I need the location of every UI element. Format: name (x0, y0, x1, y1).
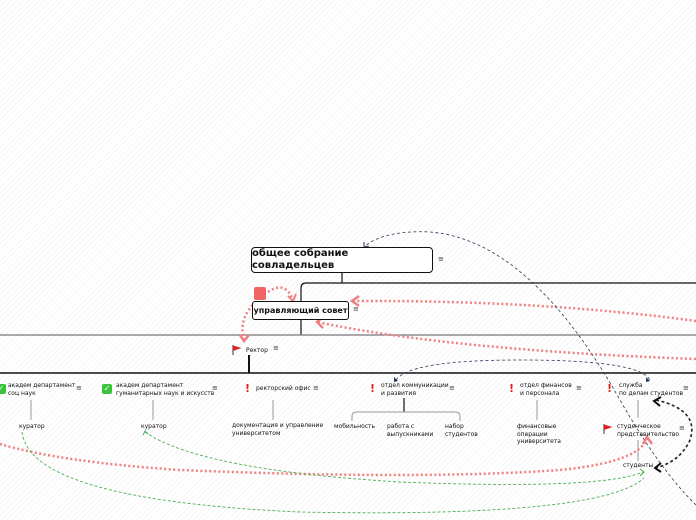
exclamation-icon: ! (607, 382, 613, 395)
arrow-green-1 (639, 468, 645, 477)
student-service-node[interactable]: служба по делам студентов (619, 382, 684, 397)
root-node[interactable]: общее собрание совладельцев (251, 247, 433, 273)
menu-icon[interactable]: ≡ (679, 424, 685, 432)
flag-icon (232, 345, 242, 355)
green-relationships (21, 431, 645, 514)
board-label: управляющий совет (253, 305, 348, 315)
rel-board-self-loop (267, 286, 295, 301)
rel-right-to-board-top (351, 299, 696, 323)
menu-icon[interactable]: ≡ (273, 344, 279, 352)
exclamation-icon: ! (509, 382, 515, 395)
mobility-node[interactable]: мобильность (334, 423, 376, 430)
arrow-council (641, 434, 654, 445)
comm-dept-node[interactable]: отдел коммуникации и развития (381, 382, 449, 397)
arrow-service (646, 377, 650, 382)
menu-icon[interactable]: ≡ (438, 255, 444, 263)
curator-2-node[interactable]: куратор (141, 423, 167, 430)
rel-right-to-board-bottom (316, 320, 696, 361)
menu-icon[interactable]: ≡ (683, 384, 689, 392)
curator-1-node[interactable]: куратор (19, 423, 45, 430)
students-node[interactable]: студенты (623, 462, 654, 469)
arrow-rector (238, 334, 250, 344)
recruitment-node[interactable]: набор студентов (445, 423, 478, 438)
docs-node[interactable]: документация и управление университетом (232, 422, 324, 437)
menu-icon[interactable]: ≡ (576, 384, 582, 392)
finance-ops-node[interactable]: финансовые операции университета (517, 423, 561, 445)
dept-social-node[interactable]: академ департамент соц наук (8, 382, 76, 397)
rel-social-curator-to-students (21, 431, 645, 514)
branch-right-line (300, 282, 696, 301)
finance-dept-node[interactable]: отдел финансов и персонала (520, 382, 572, 397)
rector-node[interactable]: Ректор (246, 347, 268, 354)
menu-icon[interactable]: ≡ (212, 384, 218, 392)
alumni-node[interactable]: работа с выпускниками (387, 423, 434, 438)
rel-right-to-root (364, 231, 696, 506)
student-council-node[interactable]: студенческое представительство (617, 423, 680, 438)
menu-icon[interactable]: ≡ (353, 305, 359, 313)
rector-office-node[interactable]: ректорский офис (256, 385, 311, 392)
comm-bracket-line (351, 411, 461, 421)
root-label: общее собрание совладельцев (252, 247, 349, 272)
menu-icon[interactable]: ≡ (313, 384, 319, 392)
menu-icon[interactable]: ≡ (449, 384, 455, 392)
rel-humanities-curator-to-students (144, 431, 644, 485)
exclamation-icon: ! (370, 382, 376, 395)
check-icon: ✓ (0, 384, 6, 394)
exclamation-icon: ! (245, 382, 251, 395)
arrow-board-top (349, 294, 360, 308)
arrow-green-2 (142, 430, 149, 436)
menu-icon[interactable]: ≡ (76, 384, 82, 392)
arrow-comm (394, 377, 398, 382)
sticker-icon (254, 287, 266, 300)
board-node[interactable]: управляющий совет (252, 301, 349, 320)
rel-service-loop (654, 399, 693, 469)
arrowheads (142, 242, 662, 477)
dark-relationships (364, 231, 696, 506)
red-relationships (0, 286, 696, 477)
rel-comm-to-service (395, 359, 651, 381)
check-icon: ✓ (102, 384, 112, 394)
tree-connectors (0, 273, 696, 461)
flag-icon (603, 424, 613, 434)
dept-humanities-node[interactable]: академ департамент гуманитарных наук и и… (116, 382, 215, 397)
arrow-service-loop-bottom (653, 462, 662, 473)
arrow-service-loop-top (652, 396, 662, 407)
